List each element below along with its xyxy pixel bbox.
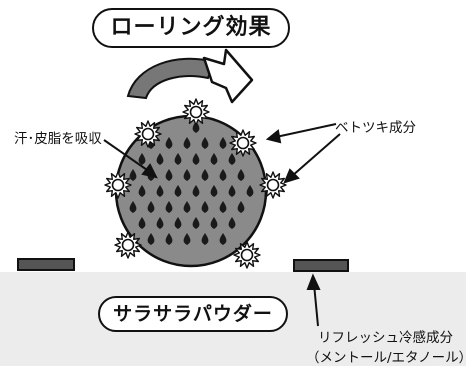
sweat-drop — [219, 137, 227, 149]
sweat-drop — [129, 169, 137, 181]
sweat-drop — [237, 169, 245, 181]
sweat-drop — [156, 185, 164, 197]
sticky-particle — [182, 98, 210, 126]
sweat-drop — [174, 153, 182, 165]
sweat-drop — [183, 169, 191, 181]
sticky-particle — [259, 171, 287, 199]
arrow-refresh-head — [306, 273, 321, 290]
sweat-drop — [192, 185, 200, 197]
arrow-refresh — [313, 283, 319, 327]
sticky-particle — [104, 171, 132, 199]
sticky-particles — [104, 98, 287, 269]
sweat-drop — [174, 217, 182, 229]
sweat-drop — [183, 233, 191, 245]
arrow-sweat — [103, 139, 151, 173]
sticky-particle — [229, 129, 257, 157]
sweat-drop — [147, 233, 155, 245]
sweat-drop — [192, 121, 200, 133]
sweat-drop — [192, 217, 200, 229]
menthol-bar-right — [293, 259, 349, 272]
sweat-drop — [174, 185, 182, 197]
arrow-sticky-upper-head — [265, 129, 282, 144]
sweat-drop — [183, 137, 191, 149]
sweat-drop — [228, 153, 236, 165]
sweat-drop — [246, 185, 254, 197]
sticky-particle — [233, 241, 261, 269]
refresh-sublabel: （メントール/エタノール） — [306, 350, 466, 366]
sweat-drop — [228, 185, 236, 197]
arrow-sticky-lower-head — [283, 168, 300, 184]
arrow-sticky-upper — [275, 123, 337, 138]
sweat-drop — [201, 137, 209, 149]
sweat-drops — [129, 121, 254, 245]
sticky-component-label: ベトツキ成分 — [335, 120, 416, 136]
rolling-arrow-band — [126, 57, 216, 100]
sweat-drop — [237, 201, 245, 213]
menthol-bar-left — [17, 258, 75, 271]
sweat-drop — [165, 169, 173, 181]
sweat-drop — [165, 137, 173, 149]
sweat-drop — [156, 153, 164, 165]
sweat-drop — [228, 217, 236, 229]
sweat-drop — [219, 233, 227, 245]
arrow-sweat-head — [141, 163, 158, 179]
sweat-drop — [183, 201, 191, 213]
sweat-drop — [219, 201, 227, 213]
sweat-drop — [165, 201, 173, 213]
sweat-drop — [210, 217, 218, 229]
sweat-drop — [138, 217, 146, 229]
sweat-drop — [219, 169, 227, 181]
sweat-drop — [165, 233, 173, 245]
refresh-label: リフレッシュ冷感成分 — [318, 330, 453, 346]
sweat-drop — [210, 185, 218, 197]
powder-title: サラサラパウダー — [98, 296, 288, 332]
sweat-drop — [129, 201, 137, 213]
sweat-drop — [201, 201, 209, 213]
sticky-particle — [114, 231, 142, 259]
rolling-effect-title: ローリング効果 — [92, 8, 290, 48]
sweat-drop — [147, 201, 155, 213]
sweat-sebum-label: 汗･皮脂を吸収 — [14, 131, 102, 147]
sweat-drop — [156, 217, 164, 229]
sweat-drop — [192, 153, 200, 165]
sweat-drop — [138, 153, 146, 165]
rolling-arrow-head — [202, 48, 254, 104]
sweat-drop — [138, 185, 146, 197]
sweat-drop — [201, 169, 209, 181]
sweat-drop — [210, 153, 218, 165]
sweat-drop — [201, 233, 209, 245]
sticky-particle — [134, 120, 162, 148]
arrow-sticky-lower — [291, 133, 341, 177]
